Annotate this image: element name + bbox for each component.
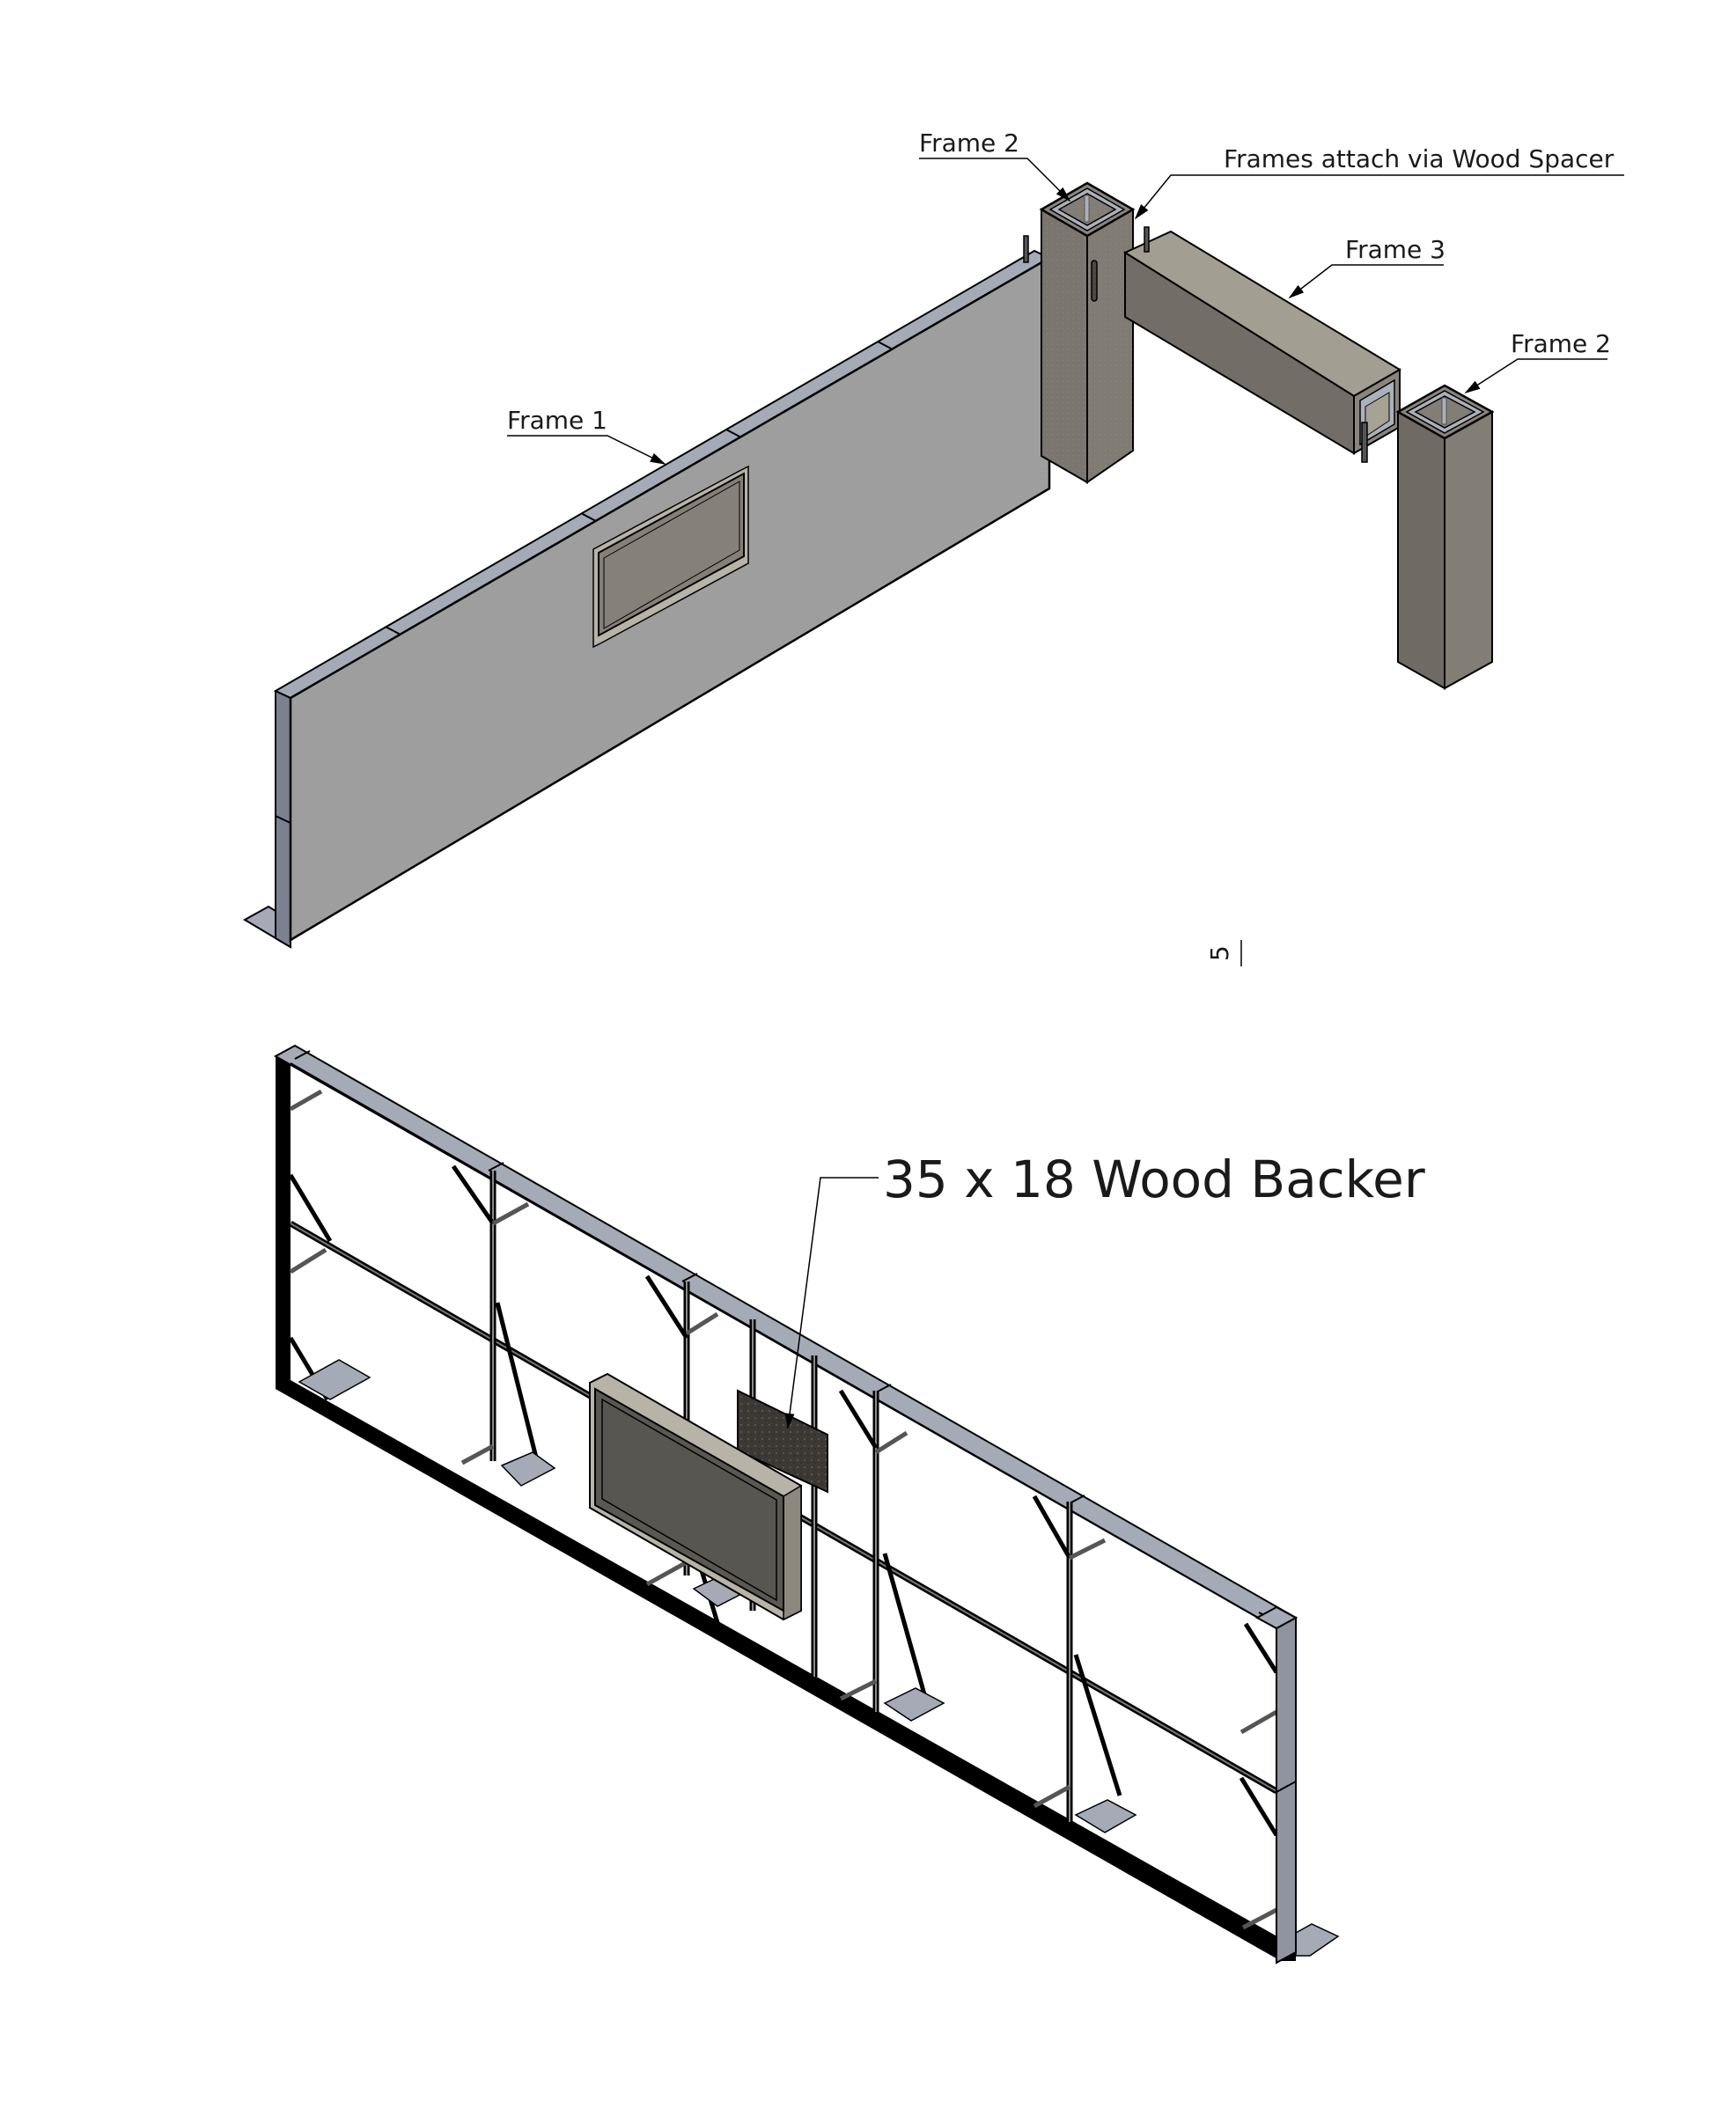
frame2-left-label: Frame 2 — [919, 129, 1019, 158]
frame2-right-column — [1395, 384, 1495, 690]
stray-mark-text: 5 — [1205, 945, 1234, 961]
lower-view: 35 x 18 Wood Backer — [273, 1044, 1425, 1965]
frame3-label: Frame 3 — [1345, 235, 1445, 264]
callout-frame1: Frame 1 — [507, 406, 666, 465]
diagonal-braces — [288, 1164, 1279, 1837]
callout-frame2-left: Frame 2 — [919, 129, 1071, 202]
frame1-wall — [242, 235, 1052, 949]
support-struts — [289, 1089, 1278, 1930]
frame1-tv-screen — [592, 465, 749, 649]
wood-backer-label: 35 x 18 Wood Backer — [883, 1149, 1425, 1209]
upper-view: Frame 1 Frame 2 Frames attach via Wood S… — [242, 129, 1624, 966]
callout-wood-spacer: Frames attach via Wood Spacer — [1134, 144, 1624, 220]
callout-frame2-right: Frame 2 — [1464, 329, 1611, 393]
left-post — [276, 1056, 291, 1387]
stray-dimension-mark: 5 — [1205, 940, 1242, 966]
callout-frame3: Frame 3 — [1288, 235, 1445, 299]
wood-spacer-label: Frames attach via Wood Spacer — [1224, 144, 1615, 173]
display-screen — [589, 1372, 802, 1621]
frame1-label: Frame 1 — [507, 406, 607, 435]
frame3-beam — [1122, 226, 1401, 463]
frame2-right-label: Frame 2 — [1511, 329, 1611, 358]
frame2-left-column — [1039, 181, 1136, 484]
wood-backer — [737, 1389, 828, 1494]
callout-wood-backer: 35 x 18 Wood Backer — [784, 1149, 1425, 1429]
right-post — [1254, 1605, 1298, 1965]
